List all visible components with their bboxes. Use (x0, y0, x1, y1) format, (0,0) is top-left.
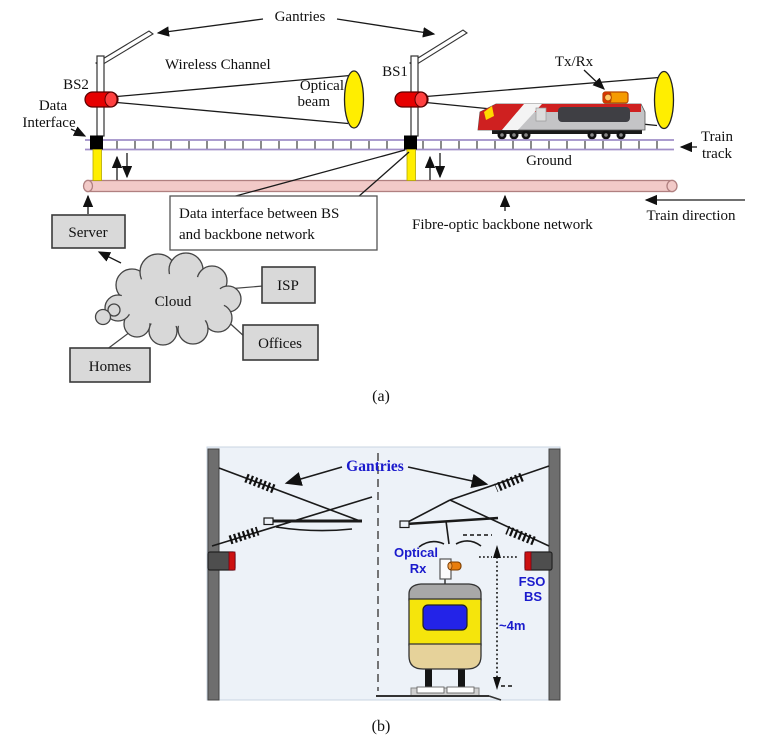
insulator (228, 526, 260, 545)
label-train-track-2: track (702, 146, 732, 162)
label-optical-rx-1: Optical (394, 545, 438, 560)
gantry-right (409, 29, 468, 137)
height-measure (463, 534, 517, 690)
server-box: Server (51, 214, 126, 249)
callout-line1: Data interface between BS (179, 206, 339, 222)
label-data-interface-2: Interface (22, 115, 76, 131)
train-track (85, 139, 674, 151)
cloud: Cloud (94, 252, 242, 346)
label-fso-bs-2: BS (524, 589, 542, 604)
label-optical-rx-2: Rx (410, 561, 427, 576)
label-bs2: BS2 (63, 77, 89, 93)
updown-arrows-bs2 (111, 153, 133, 180)
caption-a: (a) (372, 388, 390, 405)
pole-feed-bs1 (406, 149, 416, 181)
label-data-interface-1: Data (39, 98, 68, 114)
train-side (477, 103, 646, 140)
cantilever-left (211, 467, 373, 547)
label-height: ~4m (499, 618, 525, 633)
figure-b-canvas: Gantries (206, 446, 561, 735)
post-right (548, 448, 561, 701)
offices-label: Offices (258, 336, 302, 352)
label-fibre-backbone: Fibre-optic backbone network (412, 217, 593, 233)
tx-rx-unit (602, 91, 629, 104)
insulator (494, 472, 524, 493)
label-optical-beam-2: beam (298, 94, 331, 110)
fibre-backbone-tube (82, 179, 678, 193)
data-interface-square-bs2 (90, 135, 103, 150)
optical-beam-left (116, 70, 365, 129)
callout-box: Data interface between BS and backbone n… (169, 195, 378, 251)
data-interface-square-bs1 (404, 135, 417, 150)
caption-b: (b) (372, 718, 391, 735)
label-wireless-channel: Wireless Channel (165, 57, 271, 73)
pole-feed-bs2 (92, 149, 102, 181)
homes-box: Homes (69, 347, 151, 383)
isp-label: ISP (277, 278, 299, 294)
server-label: Server (68, 225, 107, 241)
cloud-label: Cloud (155, 294, 192, 310)
label-train-track-1: Train (701, 129, 733, 145)
fso-bs-right (524, 551, 553, 571)
bs2-unit (84, 91, 119, 108)
label-gantries-a: Gantries (275, 9, 326, 25)
offices-box: Offices (242, 324, 319, 361)
label-gantries-b: Gantries (346, 458, 404, 475)
fso-bs-left (207, 551, 236, 571)
label-optical-beam-1: Optical (300, 78, 344, 94)
insulator (505, 525, 536, 546)
callout-line2: and backbone network (179, 227, 315, 243)
homes-label: Homes (89, 359, 132, 375)
label-ground: Ground (526, 153, 572, 169)
post-left (207, 448, 220, 701)
bs1-unit (394, 91, 429, 108)
beam-spot-left (343, 70, 365, 129)
optical-rx-unit (439, 558, 462, 587)
label-fso-bs-1: FSO (519, 574, 546, 589)
cloud-puff (107, 303, 121, 317)
beam-spot-right (653, 70, 675, 130)
insulator (244, 473, 276, 494)
label-tx-rx: Tx/Rx (555, 54, 594, 70)
cantilever-right (399, 465, 550, 548)
gantry-left (95, 30, 154, 137)
label-train-direction: Train direction (646, 208, 736, 224)
updown-arrows-bs1 (424, 153, 446, 180)
pantograph (418, 520, 482, 548)
ground-line (376, 695, 502, 701)
figure-a-canvas: Data interface between BS and backbone n… (22, 9, 745, 405)
isp-box: ISP (261, 266, 316, 304)
cloud-puff (94, 308, 112, 326)
label-bs1: BS1 (382, 64, 408, 80)
